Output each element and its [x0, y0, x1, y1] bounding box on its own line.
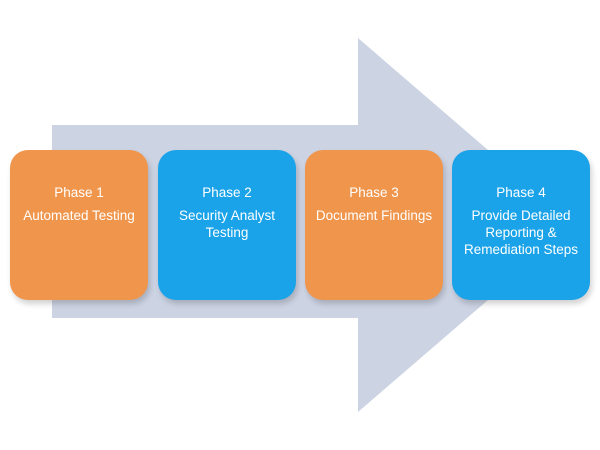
phase-4-box: Phase 4 Provide Detailed Reporting & Rem…	[452, 150, 590, 300]
phase-3-description: Document Findings	[315, 208, 433, 223]
phase-4-description: Provide Detailed Reporting & Remediation…	[463, 208, 579, 257]
phase-1-box: Phase 1 Automated Testing	[10, 150, 148, 300]
phase-4-title: Phase 4	[496, 185, 546, 200]
phase-2-title: Phase 2	[202, 185, 252, 200]
phase-1-description: Automated Testing	[23, 208, 135, 223]
phase-2-box: Phase 2 Security Analyst Testing	[158, 150, 296, 300]
phase-3-title: Phase 3	[349, 185, 399, 200]
phase-3-box: Phase 3 Document Findings	[305, 150, 443, 300]
phase-2-description: Security Analyst Testing	[178, 208, 276, 240]
phase-1-title: Phase 1	[54, 185, 104, 200]
